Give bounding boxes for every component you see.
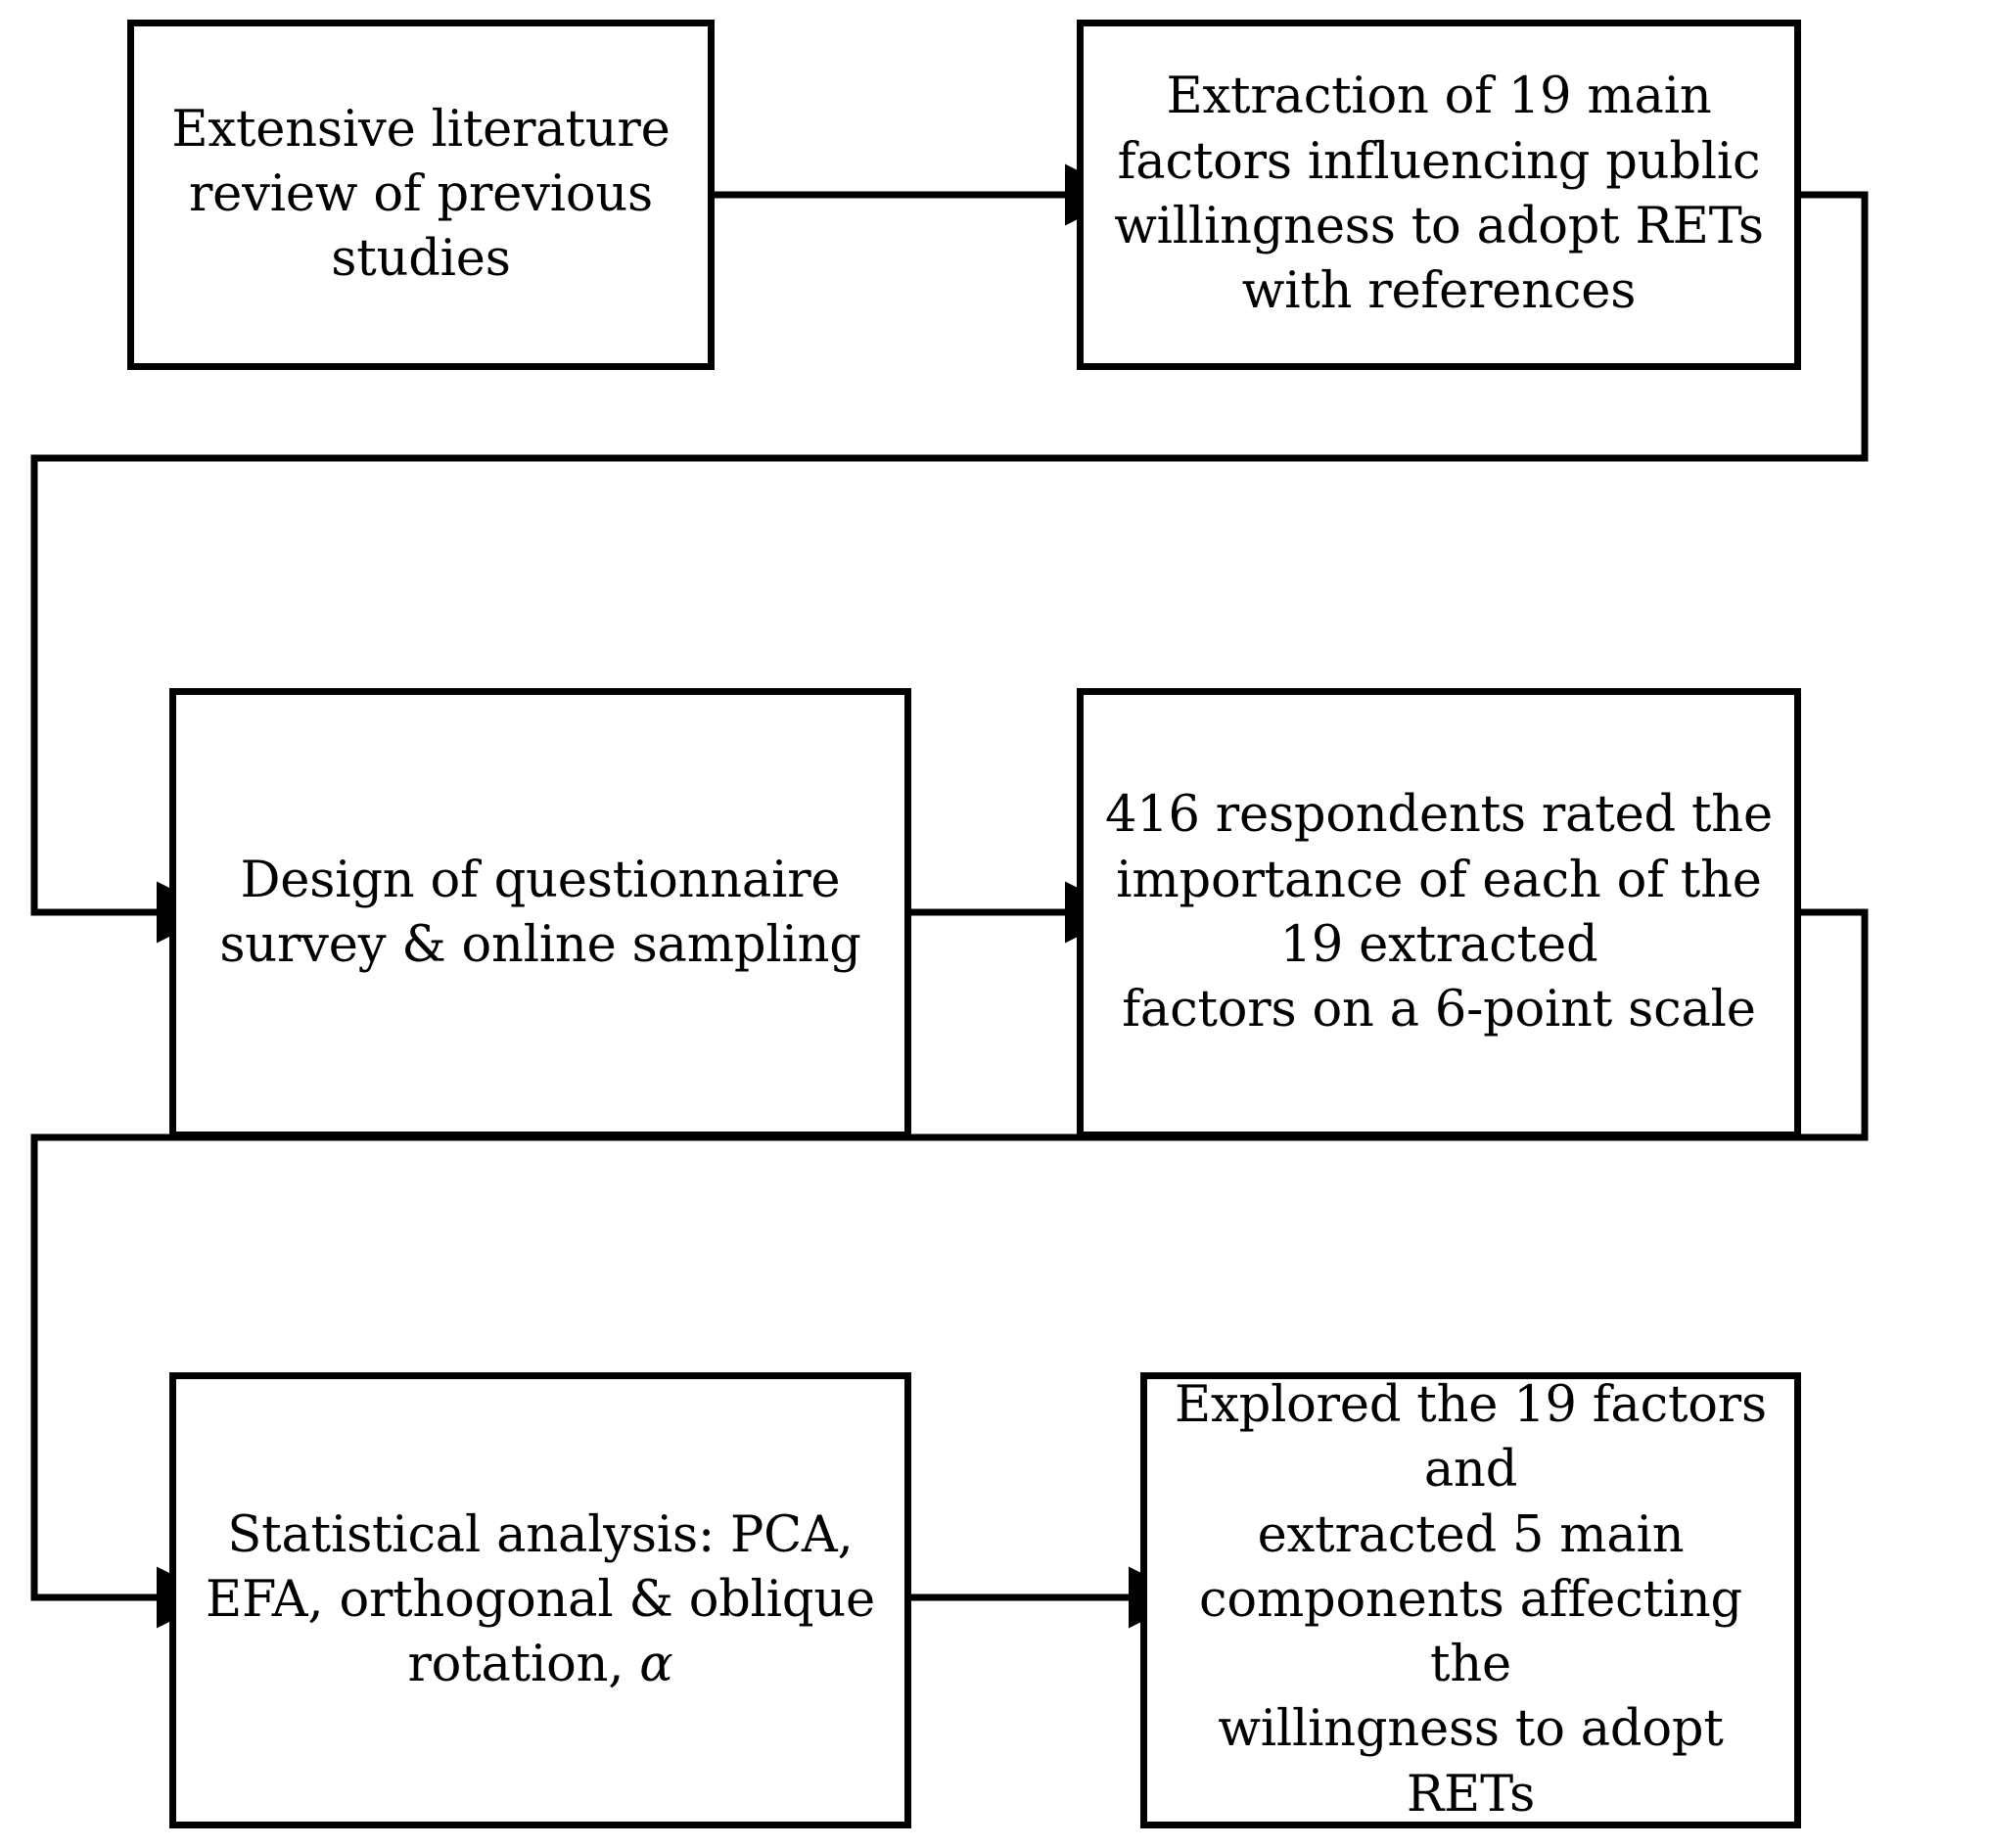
node-respondent-rating-label: 416 respondents rated the importance of … <box>1105 786 1773 1040</box>
node-literature-review-label: Extensive literature review of previous … <box>171 100 671 289</box>
connector-extraction-to-questionnaire <box>30 191 1869 944</box>
node-literature-review[interactable]: Extensive literature review of previous … <box>127 20 715 370</box>
node-respondent-rating[interactable]: 416 respondents rated the importance of … <box>1077 688 1801 1138</box>
node-questionnaire-design[interactable]: Design of questionnaire survey & online … <box>169 688 911 1138</box>
node-component-extraction[interactable]: Explored the 19 factors and extracted 5 … <box>1140 1372 1801 1828</box>
node-statistical-analysis-label: Statistical analysis: PCA, EFA, orthogon… <box>206 1505 875 1694</box>
node-factor-extraction[interactable]: Extraction of 19 main factors influencin… <box>1077 20 1801 370</box>
node-statistical-analysis[interactable]: Statistical analysis: PCA, EFA, orthogon… <box>169 1372 911 1828</box>
node-component-extraction-label: Explored the 19 factors and extracted 5 … <box>1175 1375 1767 1824</box>
connector-rating-to-analysis <box>30 908 1869 1629</box>
node-questionnaire-design-label: Design of questionnaire survey & online … <box>219 851 861 974</box>
node-factor-extraction-label: Extraction of 19 main factors influencin… <box>1114 68 1764 321</box>
